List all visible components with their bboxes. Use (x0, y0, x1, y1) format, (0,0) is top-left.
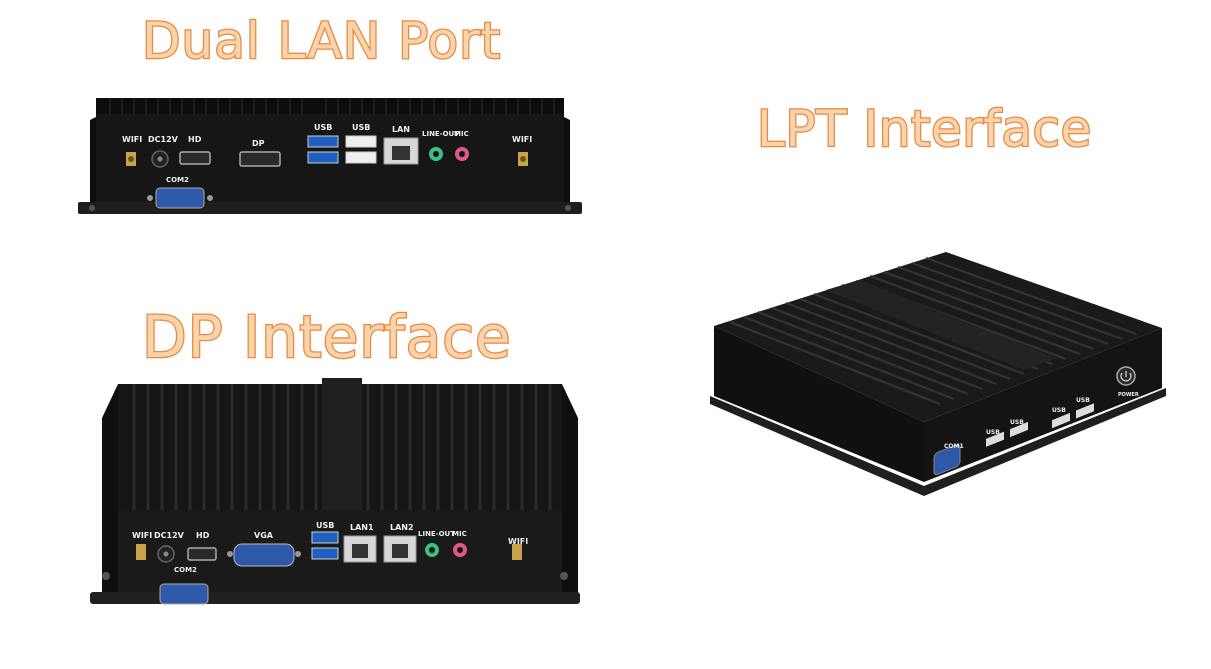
label-usb: USB (1052, 407, 1066, 414)
label-power: POWER (1118, 392, 1139, 398)
label-line-out: LINE-OUT (422, 130, 459, 138)
power-icon (1120, 371, 1132, 382)
label-wifi: WIFI (512, 135, 532, 144)
label-wifi: WIFI (132, 531, 152, 540)
label-vga: VGA (254, 531, 274, 540)
label-mic: MIC (452, 530, 467, 538)
label-hd: HD (196, 531, 210, 540)
label-wifi: WIFI (508, 537, 528, 546)
label-lan1: LAN1 (350, 523, 374, 532)
label-mic: MIC (454, 130, 469, 138)
label-usb: USB (316, 521, 334, 530)
wifi-antenna-icon (518, 152, 528, 166)
label-dc12v: DC12V (154, 531, 185, 540)
dual-lan-device-photo: WIFI DC12V HD DP USB USB LAN LINE-OUT MI… (78, 98, 582, 214)
label-line-out: LINE-OUT (418, 530, 455, 538)
label-lan: LAN (392, 125, 410, 134)
usb2-ports (345, 135, 377, 164)
label-com1: COM1 (944, 443, 964, 450)
label-hd: HD (188, 135, 202, 144)
usb3-ports (307, 135, 339, 164)
label-dp: DP (252, 139, 265, 148)
label-usb: USB (986, 429, 1000, 436)
label-com2: COM2 (174, 566, 197, 574)
label-usb: USB (1076, 397, 1090, 404)
wifi-antenna-icon (126, 152, 136, 166)
dual-lan-port-heading: Dual LAN Port (141, 12, 502, 70)
lpt-interface-device-photo: COM1 USB USB USB USB POWER (710, 252, 1166, 496)
label-dc12v: DC12V (148, 135, 179, 144)
label-usb: USB (1010, 419, 1024, 426)
label-com2: COM2 (166, 176, 189, 184)
lpt-interface-heading: LPT Interface (756, 100, 1093, 158)
label-lan2: LAN2 (390, 523, 414, 532)
label-usb: USB (314, 123, 332, 132)
label-wifi: WIFI (122, 135, 142, 144)
label-usb: USB (352, 123, 370, 132)
dp-interface-device-photo: WIFI DC12V HD VGA USB LAN1 LAN2 LINE-OUT… (90, 378, 580, 605)
dp-interface-heading: DP Interface (141, 303, 512, 371)
